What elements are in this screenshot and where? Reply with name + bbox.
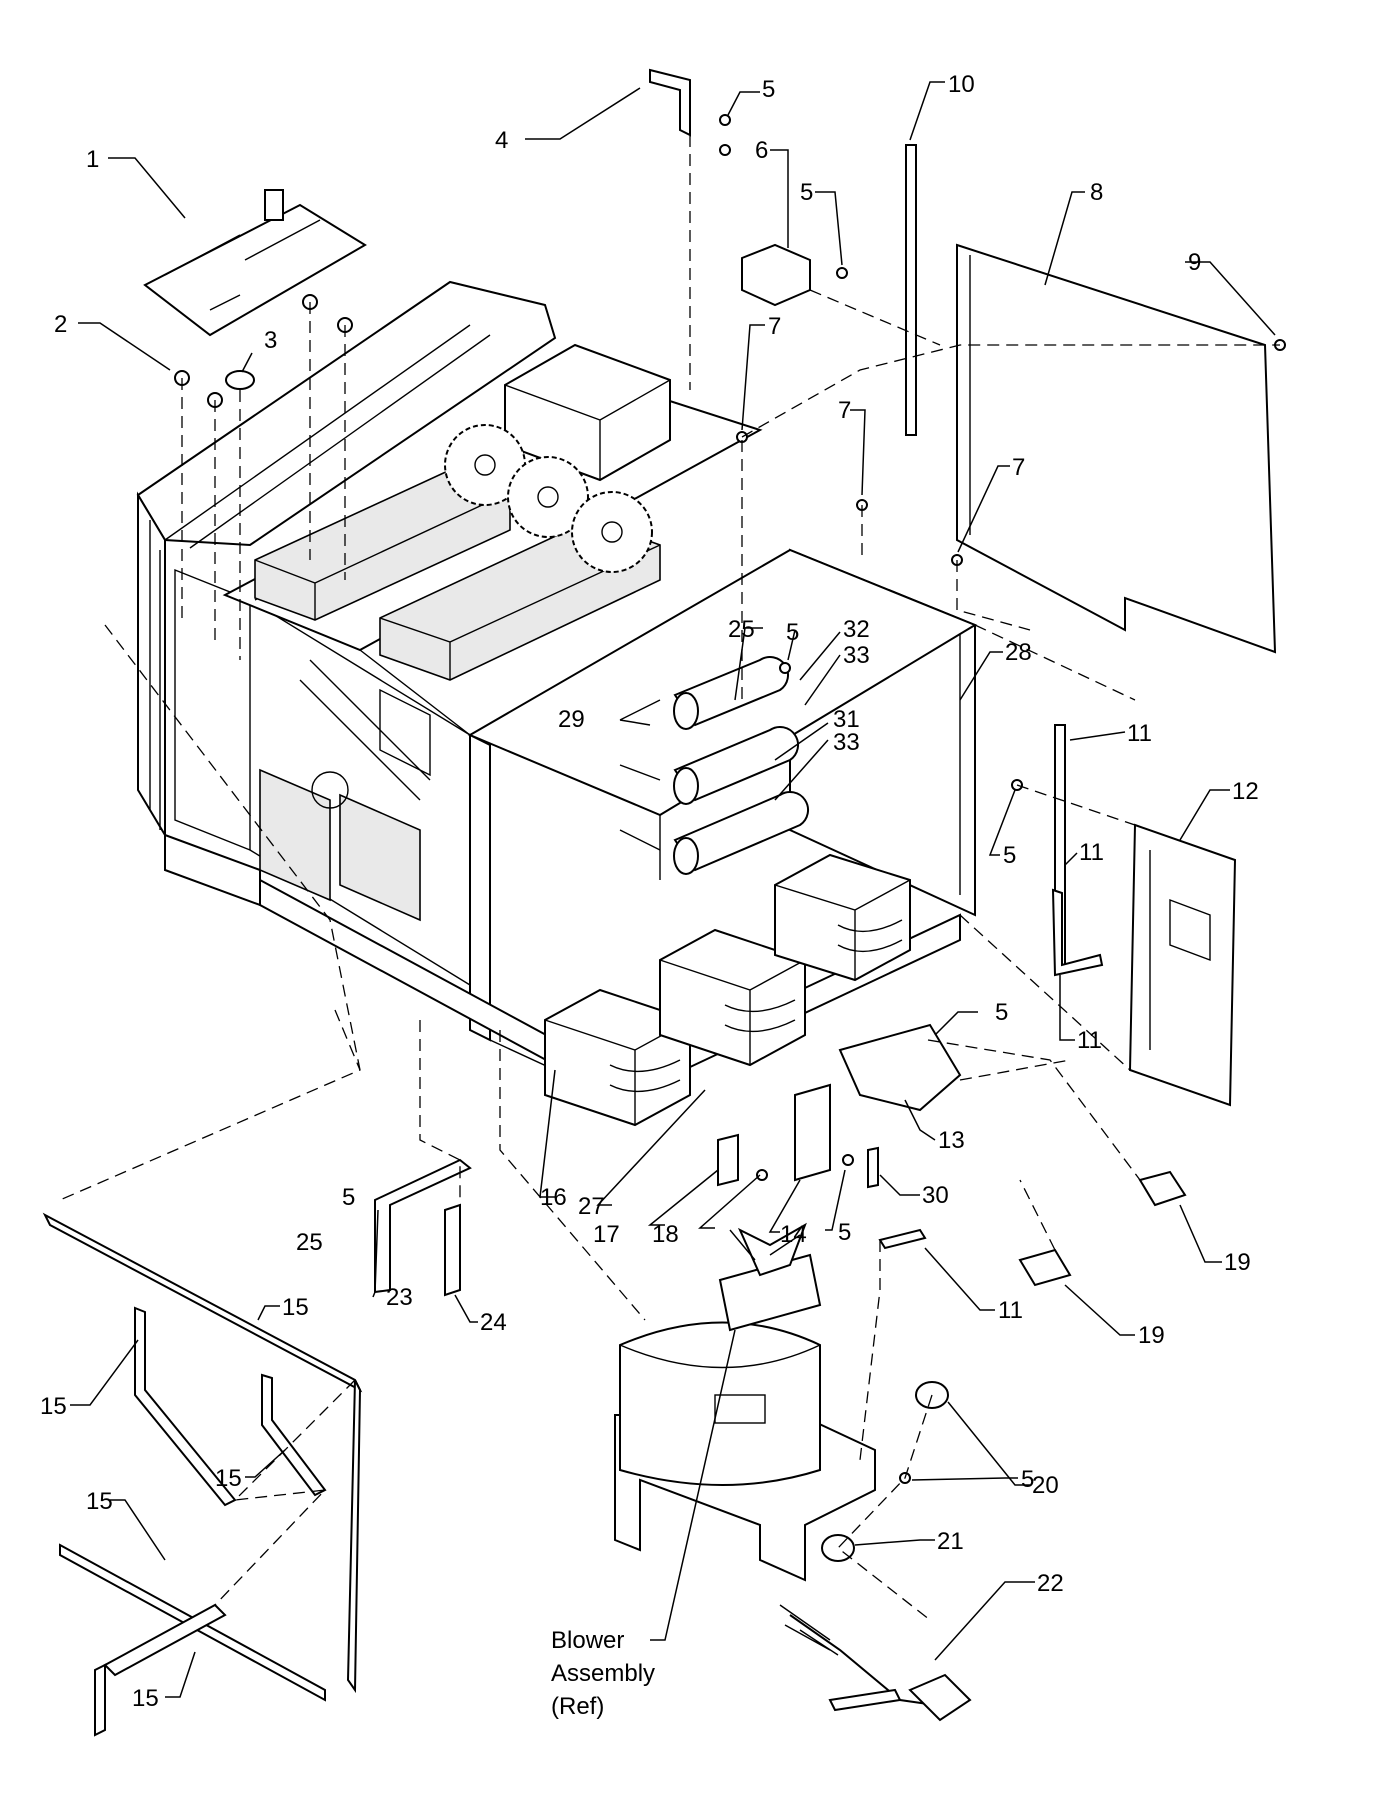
label-23: 23 bbox=[386, 1284, 413, 1311]
caption-line-2: Assembly bbox=[551, 1660, 655, 1687]
leader-lines bbox=[70, 81, 1276, 1698]
label-15: 15 bbox=[215, 1465, 242, 1492]
label-15: 15 bbox=[282, 1294, 309, 1321]
label-33: 33 bbox=[833, 729, 860, 756]
label-16: 16 bbox=[540, 1184, 567, 1211]
transformer-group bbox=[544, 853, 911, 1127]
label-6: 6 bbox=[755, 137, 768, 164]
caption-line-3: (Ref) bbox=[551, 1693, 604, 1720]
part-10-strip bbox=[905, 144, 917, 436]
part-17-terminal bbox=[717, 1133, 739, 1187]
part-12-pcb bbox=[1128, 823, 1237, 1107]
label-25: 25 bbox=[728, 616, 755, 643]
label-9: 9 bbox=[1188, 249, 1201, 276]
label-18: 18 bbox=[652, 1221, 679, 1248]
cabinet-chassis bbox=[136, 280, 978, 1102]
part-1-control-board bbox=[143, 189, 367, 337]
label-5: 5 bbox=[1003, 842, 1016, 869]
part-14-bracket bbox=[794, 1083, 831, 1182]
label-30: 30 bbox=[922, 1182, 949, 1209]
part-8-side-panel bbox=[956, 243, 1277, 654]
label-2: 2 bbox=[54, 311, 67, 338]
label-17: 17 bbox=[593, 1221, 620, 1248]
label-33: 33 bbox=[843, 642, 870, 669]
part-24-channel bbox=[444, 1203, 461, 1297]
label-15: 15 bbox=[40, 1393, 67, 1420]
label-12: 12 bbox=[1232, 778, 1259, 805]
label-28: 28 bbox=[1005, 639, 1032, 666]
label-15: 15 bbox=[132, 1685, 159, 1712]
part-30-fuse bbox=[867, 1146, 879, 1189]
label-11: 11 bbox=[998, 1297, 1023, 1324]
label-5: 5 bbox=[995, 999, 1008, 1026]
label-5: 5 bbox=[1021, 1466, 1034, 1493]
label-14: 14 bbox=[780, 1221, 807, 1248]
label-19: 19 bbox=[1138, 1322, 1165, 1349]
part-22-power-cord bbox=[779, 1604, 972, 1722]
screw-7-group bbox=[736, 431, 963, 566]
label-5: 5 bbox=[762, 76, 775, 103]
label-21: 21 bbox=[937, 1528, 964, 1555]
label-19: 19 bbox=[1224, 1249, 1251, 1276]
label-5: 5 bbox=[786, 619, 799, 646]
label-22: 22 bbox=[1037, 1570, 1064, 1597]
part-15-gaskets bbox=[42, 1212, 363, 1737]
blower-assembly-caption: Blower Assembly (Ref) bbox=[551, 1627, 655, 1720]
part-19-clip-a bbox=[1138, 1170, 1187, 1207]
label-5: 5 bbox=[800, 179, 813, 206]
part-11-strips bbox=[878, 724, 1104, 1250]
label-8: 8 bbox=[1090, 179, 1103, 206]
label-4: 4 bbox=[495, 127, 508, 154]
label-7: 7 bbox=[768, 313, 781, 340]
label-11: 11 bbox=[1079, 839, 1104, 866]
label-7: 7 bbox=[838, 397, 851, 424]
label-27: 27 bbox=[578, 1193, 605, 1220]
label-3: 3 bbox=[264, 327, 277, 354]
capacitor-bank bbox=[619, 655, 809, 875]
part-4-bracket bbox=[649, 68, 691, 137]
label-7: 7 bbox=[1012, 454, 1025, 481]
label-5: 5 bbox=[342, 1184, 355, 1211]
blower-assembly bbox=[614, 1222, 876, 1582]
part-19-clip-b bbox=[1018, 1248, 1072, 1287]
gear-group bbox=[444, 424, 653, 573]
label-11: 11 bbox=[1077, 1027, 1102, 1054]
label-29: 29 bbox=[558, 706, 585, 733]
assembly-guides bbox=[59, 135, 1280, 1621]
label-20: 20 bbox=[1032, 1472, 1059, 1499]
label-10: 10 bbox=[948, 71, 975, 98]
label-13: 13 bbox=[938, 1127, 965, 1154]
part-3-knob bbox=[225, 370, 255, 390]
label-5: 5 bbox=[838, 1219, 851, 1246]
callout-labels: 1 2 3 4 5 6 5 10 8 9 7 7 7 25 5 32 33 28… bbox=[40, 71, 1259, 1712]
label-15: 15 bbox=[86, 1488, 113, 1515]
label-1: 1 bbox=[86, 146, 99, 173]
label-24: 24 bbox=[480, 1309, 507, 1336]
label-31: 31 bbox=[833, 706, 860, 733]
part-6-relay bbox=[741, 243, 811, 307]
label-25: 25 bbox=[296, 1229, 323, 1256]
part-13-module bbox=[838, 1023, 962, 1112]
caption-line-1: Blower bbox=[551, 1627, 624, 1654]
label-11: 11 bbox=[1127, 720, 1152, 747]
label-32: 32 bbox=[843, 616, 870, 643]
